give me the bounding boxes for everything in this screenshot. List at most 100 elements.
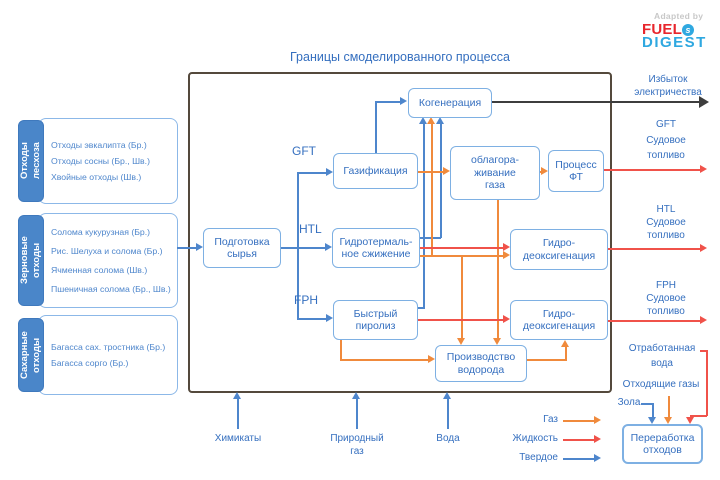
- process-box-hydrodeox-fph: Гидро- деоксигенация: [510, 300, 608, 340]
- flow-line: [340, 340, 342, 361]
- logo-adapted-by: Adapted by: [654, 11, 704, 21]
- process-box-feed-prep: Подготовка сырья: [203, 228, 281, 268]
- flow-line: [690, 415, 707, 417]
- route-label-gft: GFT: [292, 144, 316, 158]
- input-label-water: Вода: [436, 433, 460, 444]
- process-box-hydrogen-production: Производство водорода: [435, 345, 527, 382]
- process-boundary-box: [188, 72, 612, 393]
- feedstock-item: Хвойные отходы (Шв.): [51, 172, 142, 182]
- process-box-fast-pyrolysis: Быстрый пиролиз: [333, 300, 418, 340]
- arrowhead: [561, 340, 569, 347]
- flow-line: [418, 307, 425, 309]
- flow-line: [608, 248, 701, 250]
- arrowhead: [326, 168, 333, 176]
- legend-arrow-liquid: [563, 439, 595, 441]
- feedstock-item: Отходы сосны (Бр., Шв.): [51, 156, 150, 166]
- flow-line: [668, 396, 670, 418]
- feedstock-tab-forestry: Отходы лесхоза: [18, 120, 44, 202]
- flow-line: [604, 169, 701, 171]
- feedstock-tab-sugar: Сахарные отходы: [18, 318, 44, 392]
- arrowhead: [503, 251, 510, 259]
- route-label-htl: HTL: [299, 222, 322, 236]
- diagram-title: Границы смоделированного процесса: [289, 50, 511, 64]
- flow-line: [375, 101, 401, 103]
- legend-label-gas: Газ: [543, 414, 558, 425]
- process-box-waste-treatment: Переработка отходов: [622, 424, 703, 464]
- flow-line: [700, 350, 708, 352]
- flow-line: [297, 318, 326, 320]
- arrowhead: [699, 96, 709, 108]
- flow-line: [461, 256, 463, 338]
- arrowhead: [541, 167, 548, 175]
- flow-line: [356, 399, 358, 429]
- arrowhead: [594, 416, 601, 424]
- feedstock-item: Пшеничная солома (Бр., Шв.): [51, 283, 171, 294]
- feedstock-group-grain: Солома кукурузная (Бр.) Рис. Шелуха и со…: [38, 213, 178, 308]
- feedstock-item: Багасса сах. тростника (Бр.): [51, 342, 166, 352]
- feedstock-item: Багасса сорго (Бр.): [51, 358, 129, 368]
- feedstock-item: Отходы эвкалипта (Бр.): [51, 140, 147, 150]
- flow-line: [497, 200, 499, 338]
- arrowhead: [700, 244, 707, 252]
- flow-line: [423, 124, 425, 308]
- output-label-offgas: Отходящие газы: [622, 379, 700, 390]
- arrowhead: [419, 117, 427, 124]
- arrowhead: [325, 243, 332, 251]
- feedstock-tab-grain: Зерновые отходы: [18, 215, 44, 306]
- flow-line: [177, 247, 197, 249]
- input-label-natural-gas: Природный газ: [330, 433, 384, 457]
- flow-line: [431, 124, 433, 256]
- flow-line: [652, 403, 654, 418]
- arrowhead: [664, 417, 672, 424]
- arrowhead: [594, 435, 601, 443]
- process-box-gasification: Газификация: [333, 153, 418, 189]
- arrowhead: [503, 315, 510, 323]
- arrowhead: [427, 117, 435, 124]
- flow-line: [340, 359, 429, 361]
- input-label-chemicals: Химикаты: [214, 433, 262, 444]
- arrowhead: [233, 392, 241, 399]
- feedstock-group-sugar: Багасса сах. тростника (Бр.) Багасса сор…: [38, 315, 178, 395]
- legend-label-liquid: Жидкость: [512, 433, 559, 444]
- output-label-htl-fuel: HTL Судовое топливо: [646, 204, 686, 241]
- flow-line: [420, 237, 441, 239]
- route-label-fph: FPH: [294, 293, 318, 307]
- output-label-waste-water: Отработанная вода: [628, 343, 696, 369]
- process-box-ft-process: Процесс ФТ: [548, 150, 604, 192]
- process-box-cogeneration: Когенерация: [408, 88, 492, 118]
- flow-line: [440, 124, 442, 238]
- arrowhead: [700, 165, 707, 173]
- arrowhead: [686, 417, 694, 424]
- flow-line: [418, 319, 504, 321]
- flow-line: [706, 350, 708, 416]
- feedstock-group-forestry: Отходы эвкалипта (Бр.) Отходы сосны (Бр.…: [38, 118, 178, 204]
- flow-line: [608, 320, 701, 322]
- output-label-gft-fuel: GFT Судовое топливо: [646, 119, 686, 161]
- arrowhead: [326, 314, 333, 322]
- flow-line: [237, 399, 239, 429]
- flow-line: [447, 399, 449, 429]
- logo-fuel: FUEL: [642, 21, 682, 38]
- arrowhead: [428, 355, 435, 363]
- arrowhead: [400, 97, 407, 105]
- flow-line: [565, 347, 567, 360]
- arrowhead: [443, 392, 451, 399]
- arrowhead: [503, 243, 510, 251]
- arrowhead: [443, 167, 450, 175]
- flow-line: [420, 247, 504, 249]
- arrowhead: [700, 316, 707, 324]
- feedstock-item: Ячменная солома (Шв.): [51, 264, 148, 275]
- process-box-htl: Гидротермаль- ное сжижение: [332, 228, 420, 268]
- flow-line: [641, 403, 653, 405]
- output-label-ash: Зола: [617, 397, 641, 408]
- process-box-gas-upgrading: облагора- живание газа: [450, 146, 540, 200]
- process-box-hydrodeox-htl: Гидро- деоксигенация: [510, 229, 608, 270]
- legend-arrow-gas: [563, 420, 595, 422]
- flow-line: [297, 172, 326, 174]
- flow-line: [375, 101, 377, 153]
- feedstock-item: Рис. Шелуха и солома (Бр.): [51, 245, 163, 256]
- flow-line: [420, 255, 504, 257]
